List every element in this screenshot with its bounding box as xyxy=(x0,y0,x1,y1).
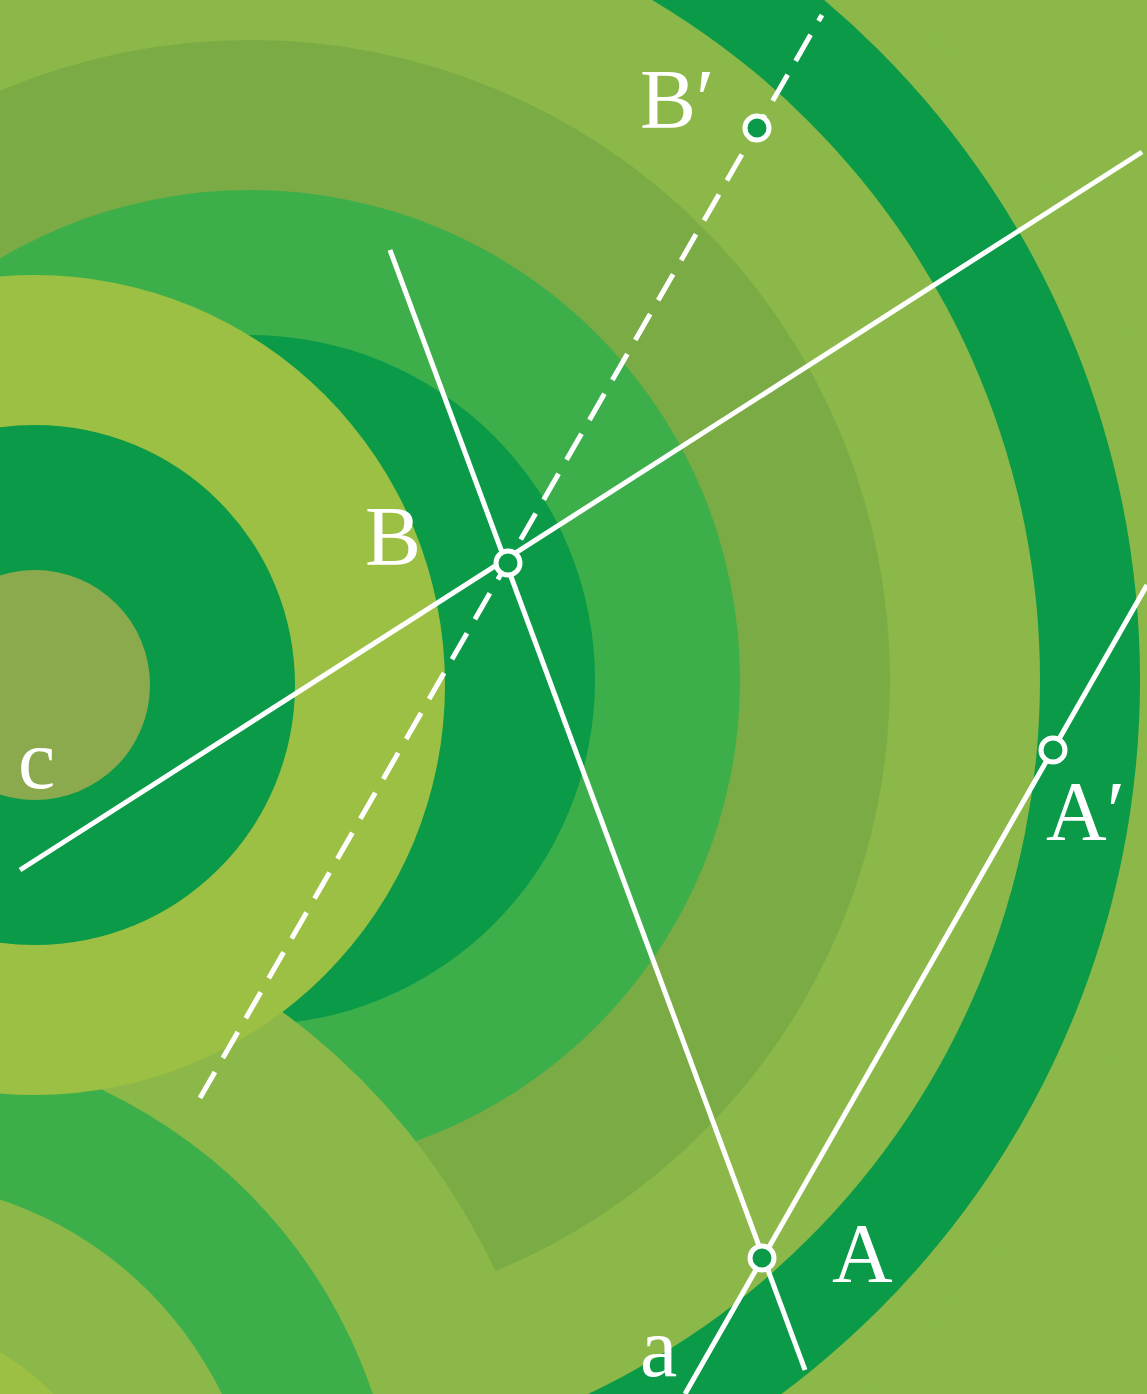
point xyxy=(1041,738,1065,762)
point xyxy=(750,1246,774,1270)
point xyxy=(745,116,769,140)
line-ab xyxy=(390,250,805,1370)
point-label: A xyxy=(832,1212,893,1296)
line-label: c xyxy=(18,718,55,802)
line-label: a xyxy=(640,1306,677,1390)
line-a xyxy=(685,585,1147,1394)
point-label: B′ xyxy=(640,58,714,142)
point-label: A′ xyxy=(1046,770,1125,854)
dashed-line xyxy=(200,15,822,1098)
construction-lines xyxy=(20,15,1147,1394)
point xyxy=(496,551,520,575)
left-rings xyxy=(0,275,445,1095)
points xyxy=(496,116,1065,1270)
point-label: B xyxy=(365,495,421,579)
